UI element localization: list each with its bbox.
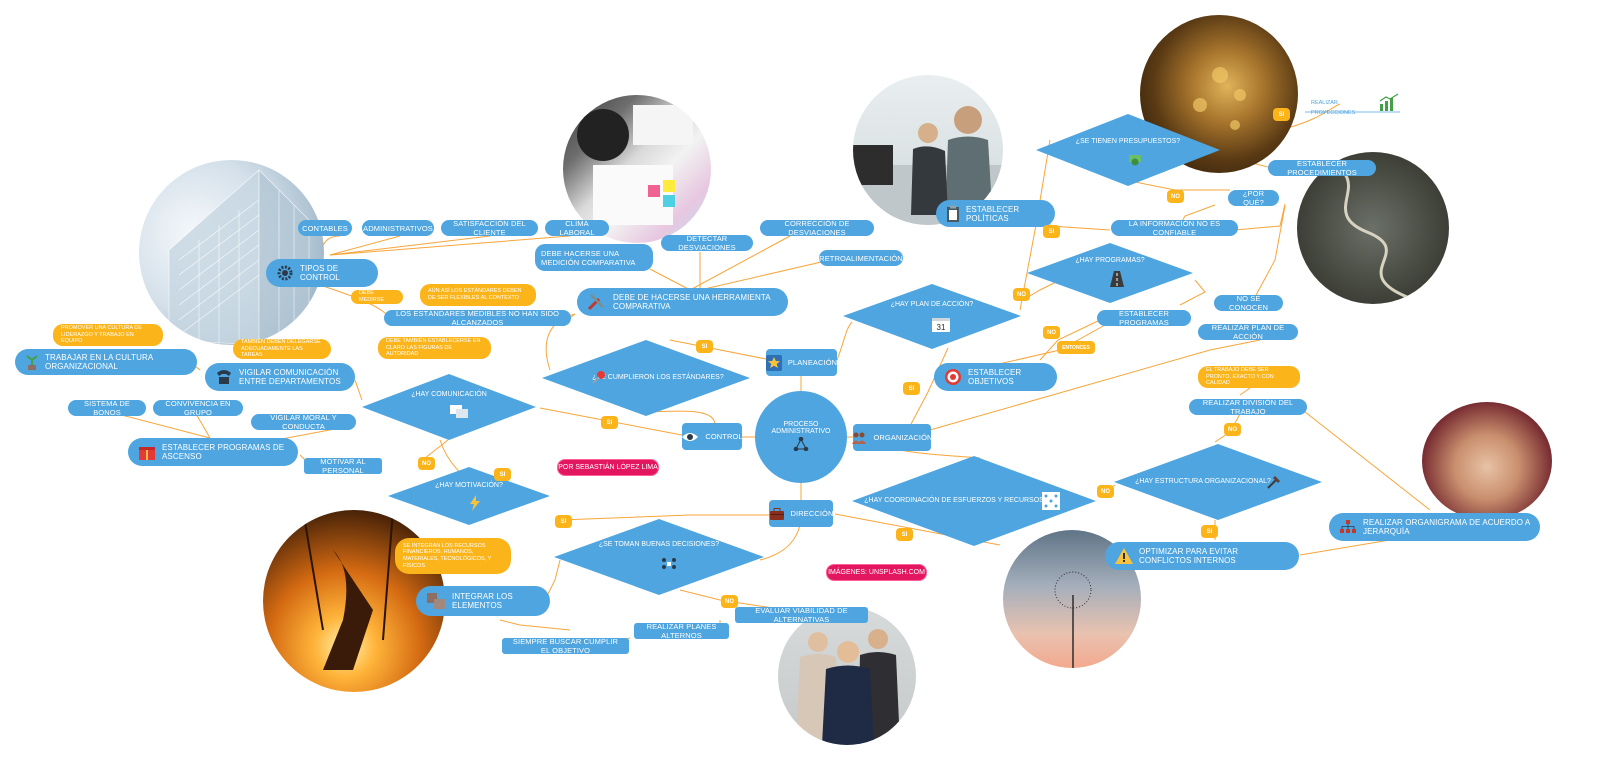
eye-icon xyxy=(681,431,699,443)
tag-si-planeacion: SI xyxy=(696,340,713,353)
node-vigilar-com[interactable]: VIGILAR COMUNICACIÓN ENTRE DEPARTAMENTOS xyxy=(205,363,355,391)
node-est-programas[interactable]: ESTABLECER PROGRAMAS xyxy=(1097,309,1191,327)
node-politicas[interactable]: ESTABLECER POLÍTICAS xyxy=(936,200,1055,227)
blocks-icon xyxy=(426,592,446,610)
node-detectar[interactable]: DETECTAR DESVIACIONES xyxy=(661,234,753,252)
node-satisfaccion[interactable]: SATISFACCIÓN DEL CLIENTE xyxy=(441,219,538,237)
node-estandares-no[interactable]: LOS ESTÁNDARES MEDIBLES NO HAN SIDO ALCA… xyxy=(384,309,571,327)
tag-si-estructura: SI xyxy=(1201,525,1218,538)
node-optimizar[interactable]: OPTIMIZAR PARA EVITAR CONFLICTOS INTERNO… xyxy=(1105,542,1299,570)
proyecciones-underline xyxy=(1305,111,1400,113)
tag-si-motivacion: SI xyxy=(494,468,511,481)
photo-winding-road xyxy=(1297,152,1449,304)
svg-text:31: 31 xyxy=(937,323,946,332)
node-info[interactable]: LA INFORMACIÓN NO ES CONFIABLE xyxy=(1111,219,1238,237)
diamond-presupuestos[interactable]: ¿SE TIENEN PRESUPUESTOS? xyxy=(1036,114,1220,186)
node-convivencia[interactable]: CONVIVENCIA EN GRUPO xyxy=(153,399,243,417)
node-retro[interactable]: RETROALIMENTACIÓN xyxy=(819,250,903,266)
node-bonos[interactable]: SISTEMA DE BONOS xyxy=(68,399,146,417)
diamond-decisiones[interactable]: ¿SE TOMAN BUENAS DECISIONES? xyxy=(554,519,764,595)
proyecciones-label[interactable]: REALIZAR PROYECCIONES xyxy=(1311,100,1356,116)
node-no-conocen[interactable]: NO SE CONOCEN xyxy=(1214,294,1283,312)
note-recursos: SE INTEGRAN LOS RECURSOS FINANCIEROS, HU… xyxy=(395,538,511,574)
node-administrativos[interactable]: ADMINISTRATIVOS xyxy=(362,220,434,236)
credit-images: IMÁGENES: UNSPLASH.COM xyxy=(826,564,927,581)
note-delegarse: TAMBIÉN DEBEN DELEGARSE ADECUADAMENTE LA… xyxy=(233,339,331,359)
diamond-estandares[interactable]: ¿SE CUMPLIERON LOS ESTÁNDARES? xyxy=(542,340,750,416)
tag-no-plan-accion: NO xyxy=(1013,288,1030,301)
node-motivar[interactable]: MOTIVAR AL PERSONAL xyxy=(304,457,382,475)
node-plan-accion[interactable]: REALIZAR PLAN DE ACCIÓN xyxy=(1198,323,1298,341)
warning-icon xyxy=(1115,548,1133,564)
plant-icon xyxy=(25,354,39,370)
node-porque[interactable]: ¿POR QUÉ? xyxy=(1228,189,1279,207)
tag-no-presupuestos: NO xyxy=(1167,190,1184,203)
tag-si-coordinacion: SI xyxy=(896,528,913,541)
diamond-plan-accion[interactable]: ¿HAY PLAN DE ACCIÓN? 31 xyxy=(843,284,1021,349)
center-proceso-administrativo[interactable]: PROCESO ADMINISTRATIVO xyxy=(755,391,847,483)
node-direccion[interactable]: DIRECCIÓN xyxy=(769,500,833,527)
credit-author: POR SEBASTIÁN LÓPEZ LIMA xyxy=(557,459,659,476)
node-tipos-control[interactable]: TIPOS DE CONTROL xyxy=(266,259,378,287)
node-planeacion[interactable]: PLANEACIÓN xyxy=(765,349,837,376)
node-moral[interactable]: VIGILAR MORAL Y CONDUCTA xyxy=(251,413,356,431)
diamond-motivacion[interactable]: ¿HAY MOTIVACIÓN? xyxy=(388,467,550,525)
tag-no-coordinacion: NO xyxy=(1097,485,1114,498)
tag-si-presupuestos: SI xyxy=(1273,108,1290,121)
tag-si-control: SI xyxy=(601,416,618,429)
node-contables[interactable]: CONTABLES xyxy=(298,220,352,236)
gear-icon xyxy=(276,264,294,282)
diamond-estructura[interactable]: ¿HAY ESTRUCTURA ORGANIZACIONAL? xyxy=(1114,444,1322,520)
node-procedimientos[interactable]: ESTABLECER PROCEDIMIENTOS xyxy=(1268,159,1376,177)
node-planes-alt[interactable]: REALIZAR PLANES ALTERNOS xyxy=(634,622,729,640)
photo-glass-building xyxy=(139,160,324,345)
gift-icon xyxy=(138,443,156,461)
node-objetivos[interactable]: ESTABLECER OBJETIVOS xyxy=(934,363,1057,391)
network-icon xyxy=(793,436,809,456)
node-siempre[interactable]: SIEMPRE BUSCAR CUMPLIR EL OBJETIVO xyxy=(502,637,629,655)
group-icon xyxy=(851,431,867,445)
node-ascenso[interactable]: ESTABLECER PROGRAMAS DE ASCENSO xyxy=(128,438,298,466)
diamond-programas[interactable]: ¿HAY PROGRAMAS? xyxy=(1027,243,1193,303)
tag-si-politicas: SI xyxy=(1043,225,1060,238)
center-label: PROCESO ADMINISTRATIVO xyxy=(771,421,831,435)
node-clima[interactable]: CLIMA LABORAL xyxy=(545,219,609,237)
phone-icon xyxy=(215,369,233,385)
wrench-icon xyxy=(587,293,607,311)
target-icon xyxy=(944,368,962,386)
node-medicion[interactable]: DEBE HACERSE UNA MEDICIÓN COMPARATIVA xyxy=(535,244,653,271)
photo-business-people xyxy=(778,607,916,745)
photo-design-sketch xyxy=(563,95,711,243)
tag-no-decisiones: NO xyxy=(721,595,738,608)
node-integrar[interactable]: INTEGRAR LOS ELEMENTOS xyxy=(416,586,550,616)
tag-si-decisiones: SI xyxy=(555,515,572,528)
node-correccion[interactable]: CORRECCIÓN DE DESVIACIONES xyxy=(760,219,874,237)
tag-no-estructura: NO xyxy=(1224,423,1241,436)
org-chart-icon xyxy=(1339,520,1357,534)
clipboard-icon xyxy=(946,205,960,222)
note-promover: PROMOVER UNA CULTURA DE LIDERAZGO Y TRAB… xyxy=(53,324,163,346)
node-herramienta[interactable]: DEBE DE HACERSE UNA HERRAMIENTA COMPARAT… xyxy=(577,288,788,316)
node-control[interactable]: CONTROL xyxy=(681,423,743,450)
node-trabajar-cultura[interactable]: TRABAJAR EN LA CULTURA ORGANIZACIONAL xyxy=(15,349,197,375)
diamond-coordinacion[interactable]: ¿HAY COORDINACIÓN DE ESFUERZOS Y RECURSO… xyxy=(852,456,1096,546)
growth-chart-icon xyxy=(1378,93,1400,116)
photo-team-hands xyxy=(1422,402,1552,520)
note-flexibles: AÚN ASÍ LOS ESTÁNDARES DEBEN DE SER FLEX… xyxy=(420,284,536,306)
tag-no-programas: NO xyxy=(1043,326,1060,339)
note-autoridad: DEBE TAMBIÉN ESTABLECERSE EN CLARO LAS F… xyxy=(378,337,491,359)
tag-entonces: ENTONCES xyxy=(1057,341,1095,354)
note-debe-medirse: DEBE MEDIRSE xyxy=(351,290,403,304)
tag-si-plan-accion: SI xyxy=(903,382,920,395)
note-pronto: EL TRABAJO DEBE SER PRONTO, EXACTO Y CON… xyxy=(1198,366,1300,388)
diamond-comunicacion[interactable]: ¿HAY COMUNICACIÓN xyxy=(362,374,536,440)
node-division[interactable]: REALIZAR DIVISIÓN DEL TRABAJO xyxy=(1189,398,1307,416)
node-evaluar[interactable]: EVALUAR VIABILIDAD DE ALTERNATIVAS xyxy=(735,606,868,624)
star-icon xyxy=(765,354,782,371)
node-organizacion[interactable]: ORGANIZACIÓN xyxy=(851,424,932,451)
node-organigrama[interactable]: REALIZAR ORGANIGRAMA DE ACUERDO A JERARQ… xyxy=(1329,513,1540,541)
tag-no-motivacion: NO xyxy=(418,457,435,470)
briefcase-icon xyxy=(769,507,785,520)
